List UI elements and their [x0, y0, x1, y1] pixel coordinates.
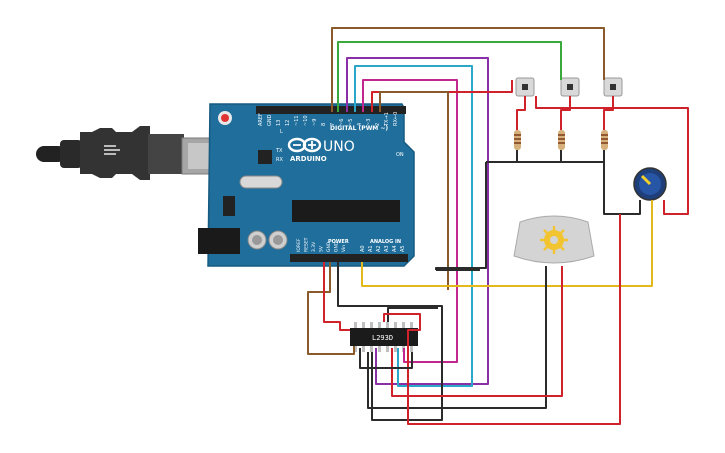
push-button-2[interactable] — [560, 77, 580, 97]
wire-red-rail[interactable] — [535, 96, 689, 215]
pin-label: A1 — [368, 245, 374, 252]
pin-label: AREF — [258, 113, 264, 126]
push-button-1[interactable] — [515, 77, 535, 97]
arduino-logo-icon — [287, 137, 322, 153]
wire-red-5v[interactable] — [323, 262, 350, 331]
pin-label: A0 — [360, 245, 366, 252]
wire-btn2-res[interactable] — [560, 96, 571, 130]
pin-label: IOREF — [296, 238, 302, 252]
resistor-2[interactable] — [558, 130, 565, 150]
wire-black-bottom[interactable] — [359, 348, 413, 369]
wire-btn3-res[interactable] — [603, 96, 614, 130]
wire-black-motor[interactable] — [367, 266, 547, 409]
pin-label: ~9 — [312, 119, 318, 126]
pin-label: 7 — [330, 123, 336, 126]
pin-label: ~3 — [366, 119, 372, 126]
pin-label: 8 — [321, 123, 327, 126]
arduino-board[interactable]: ARDUINO UNO DIGITAL (PWM ~) POWER ANALOG… — [198, 103, 415, 267]
wire-purple[interactable] — [346, 57, 489, 385]
pin-label: ~10 — [303, 115, 309, 126]
pin-label: 3.3V — [311, 241, 317, 252]
pin-label: ~6 — [339, 119, 345, 126]
pin-label: A3 — [384, 245, 390, 252]
pin-label: ~11 — [294, 115, 300, 126]
wire-yellow[interactable] — [361, 200, 653, 287]
pin-label: 12 — [285, 120, 291, 126]
wire-red-motor[interactable] — [391, 266, 563, 397]
pin-label: ~5 — [348, 119, 354, 126]
pin-label: GND — [326, 241, 332, 252]
atmega-chip — [292, 200, 400, 222]
pin-label: A2 — [376, 245, 382, 252]
tx-label: TX — [275, 148, 283, 154]
pin-label: TX→1 — [384, 112, 390, 127]
on-label: ON — [396, 152, 404, 158]
pin-label: GND — [334, 241, 340, 252]
potentiometer[interactable] — [633, 167, 667, 201]
pin-label: A4 — [392, 245, 398, 252]
pin-label: RX←0 — [393, 112, 399, 126]
wire-brown-chip[interactable] — [307, 262, 355, 355]
power-jack — [198, 228, 240, 254]
wire-magenta[interactable] — [362, 79, 458, 363]
wire-black-chip[interactable] — [387, 307, 438, 322]
board-model: UNO — [323, 139, 355, 155]
pin-label: 2 — [375, 123, 381, 126]
analog-label: ANALOG IN — [370, 239, 401, 245]
dc-motor[interactable] — [513, 215, 595, 264]
wire-black-pot[interactable] — [603, 150, 641, 215]
wire-black-resistors[interactable] — [435, 150, 605, 270]
power-label: POWER — [328, 239, 349, 245]
resistor-1[interactable] — [514, 130, 521, 150]
wire-green[interactable] — [337, 41, 562, 112]
usb-cable[interactable] — [36, 126, 239, 180]
pin-label: 13 — [276, 120, 282, 126]
pin-label: RESET — [304, 237, 310, 252]
pin-label: 5V — [319, 245, 325, 252]
board-brand: ARDUINO — [290, 155, 327, 163]
chip-label: L293D — [372, 334, 393, 342]
wire-brown-top[interactable] — [331, 27, 605, 112]
wire-cyan[interactable] — [354, 65, 473, 387]
wire-btn1-res[interactable] — [516, 96, 526, 130]
pin-label: GND — [267, 114, 273, 126]
pin-label: Vin — [341, 245, 347, 252]
push-button-3[interactable] — [603, 77, 623, 97]
digital-label: DIGITAL (PWM ~) — [330, 125, 388, 132]
l293d-driver[interactable]: L293D — [350, 322, 418, 352]
l-label: L — [280, 129, 283, 135]
wire-red-bottom[interactable] — [383, 214, 621, 425]
resistor-3[interactable] — [601, 130, 608, 150]
pin-label: A5 — [400, 245, 406, 252]
rx-label: RX — [276, 157, 283, 163]
pin-label: 4 — [357, 123, 363, 126]
wire-brown-inner[interactable] — [379, 91, 449, 290]
